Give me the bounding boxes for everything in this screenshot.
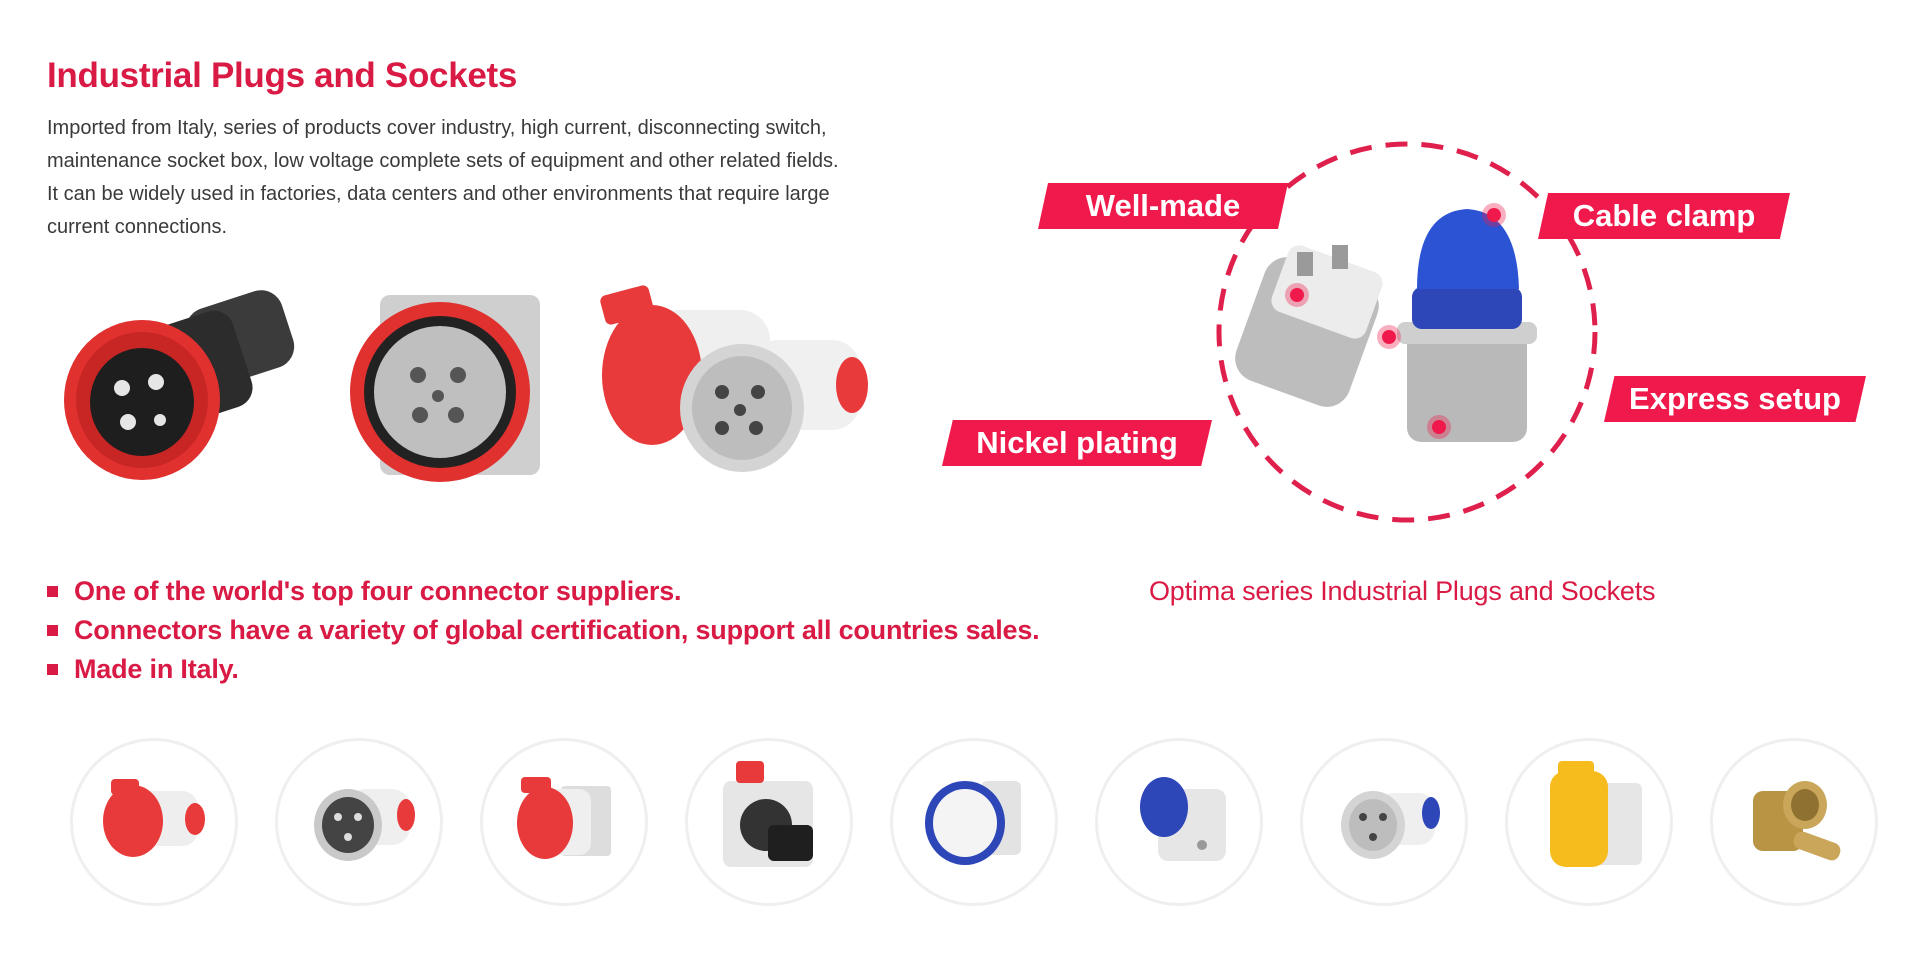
panel-mounted-inlet-icon: [350, 295, 540, 482]
intro-line: current connections.: [47, 216, 228, 238]
bullet-item: One of the world's top four connector su…: [47, 572, 1039, 611]
intro-paragraph: Imported from Italy, series of products …: [47, 112, 967, 244]
intro-line: It can be widely used in factories, data…: [47, 183, 830, 205]
thumbnail-product[interactable]: [890, 738, 1058, 906]
thumbnail-product[interactable]: [70, 738, 238, 906]
bullet-square-icon: [47, 625, 58, 636]
bullet-text: Connectors have a variety of global cert…: [74, 615, 1040, 645]
intro-line: maintenance socket box, low voltage comp…: [47, 150, 839, 172]
bullet-square-icon: [47, 664, 58, 675]
feature-diagram: [1207, 137, 1607, 537]
brass-connector-icon: [1753, 781, 1841, 861]
bullet-square-icon: [47, 586, 58, 597]
page-title: Industrial Plugs and Sockets: [47, 56, 518, 95]
thumbnail-product[interactable]: [1505, 738, 1673, 906]
feature-tag-nickel-plating: Nickel plating: [942, 420, 1212, 466]
thumbnail-product[interactable]: [480, 738, 648, 906]
white-blue-plug-icon: [1341, 791, 1440, 859]
bullet-item: Made in Italy.: [47, 650, 1039, 689]
red-wall-socket-icon: [517, 777, 611, 859]
feature-circle-graphic: [1216, 141, 1598, 523]
blue-angled-socket-icon: [1140, 777, 1226, 861]
red-coupler-socket-icon: [103, 779, 205, 857]
plug-and-socket-pair-icon: [600, 285, 868, 472]
thumbnail-product[interactable]: [1300, 738, 1468, 906]
hero-product-plug[interactable]: [60, 280, 310, 500]
grey-plug-icon: [314, 789, 415, 861]
yellow-panel-socket-icon: [1550, 761, 1642, 867]
thumbnail-product[interactable]: [685, 738, 853, 906]
hero-product-pair[interactable]: [590, 280, 880, 500]
feature-bullet-list: One of the world's top four connector su…: [47, 572, 1040, 689]
panel-socket-with-connector-icon: [723, 761, 813, 867]
hero-product-inlet[interactable]: [340, 280, 550, 500]
bullet-text: Made in Italy.: [74, 654, 239, 684]
feature-tag-well-made: Well-made: [1038, 183, 1288, 229]
feature-caption: Optima series Industrial Plugs and Socke…: [1149, 576, 1656, 606]
intro-line: Imported from Italy, series of products …: [47, 117, 827, 139]
thumbnail-product[interactable]: [1095, 738, 1263, 906]
blue-wall-socket-icon: [925, 781, 1021, 865]
bullet-text: One of the world's top four connector su…: [74, 576, 682, 606]
bullet-item: Connectors have a variety of global cert…: [47, 611, 1040, 650]
feature-tag-cable-clamp: Cable clamp: [1538, 193, 1790, 239]
thumbnail-product[interactable]: [275, 738, 443, 906]
feature-tag-express-setup: Express setup: [1604, 376, 1866, 422]
red-black-industrial-plug-icon: [64, 290, 295, 480]
thumbnail-product[interactable]: [1710, 738, 1878, 906]
